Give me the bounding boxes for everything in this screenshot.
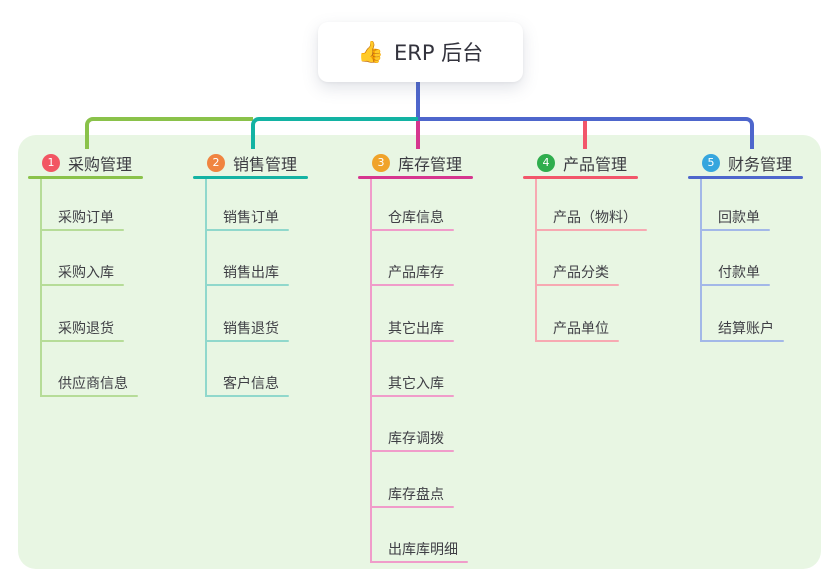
child-underline bbox=[40, 395, 138, 397]
connector-drop-branch-4 bbox=[583, 121, 587, 149]
child-node-其它入库[interactable]: 其它入库 bbox=[388, 376, 444, 392]
child-node-销售订单[interactable]: 销售订单 bbox=[223, 210, 279, 226]
child-node-采购退货[interactable]: 采购退货 bbox=[58, 321, 114, 337]
child-underline bbox=[535, 284, 619, 286]
branch-node-财务管理[interactable]: 5 财务管理 bbox=[688, 149, 792, 177]
thumbs-up-icon: 👍 bbox=[357, 39, 384, 64]
child-node-库存调拨[interactable]: 库存调拨 bbox=[388, 431, 444, 447]
branch-number-badge: 3 bbox=[372, 154, 390, 172]
child-node-回款单[interactable]: 回款单 bbox=[718, 210, 760, 226]
child-underline bbox=[205, 284, 289, 286]
child-node-采购入库[interactable]: 采购入库 bbox=[58, 265, 114, 281]
root-connector-line bbox=[416, 82, 420, 121]
branch-trunk-line bbox=[205, 179, 207, 397]
child-node-产品分类[interactable]: 产品分类 bbox=[553, 265, 609, 281]
branch-underline bbox=[523, 176, 638, 179]
child-node-产品单位[interactable]: 产品单位 bbox=[553, 321, 609, 337]
child-underline bbox=[370, 395, 454, 397]
branch-trunk-line bbox=[370, 179, 372, 563]
branch-underline bbox=[28, 176, 143, 179]
root-node-label: ERP 后台 bbox=[393, 41, 484, 65]
branch-node-库存管理[interactable]: 3 库存管理 bbox=[358, 149, 462, 177]
child-underline bbox=[535, 229, 647, 231]
child-underline bbox=[700, 229, 770, 231]
child-node-销售出库[interactable]: 销售出库 bbox=[223, 265, 279, 281]
branch-label: 采购管理 bbox=[68, 155, 133, 174]
child-underline bbox=[700, 340, 784, 342]
child-underline bbox=[205, 395, 289, 397]
root-node[interactable]: 👍 ERP 后台 bbox=[318, 22, 523, 82]
child-underline bbox=[370, 506, 454, 508]
child-node-产品（物料）[interactable]: 产品（物料） bbox=[553, 210, 637, 226]
branch-number-badge: 2 bbox=[207, 154, 225, 172]
child-node-仓库信息[interactable]: 仓库信息 bbox=[388, 210, 444, 226]
branch-node-采购管理[interactable]: 1 采购管理 bbox=[28, 149, 132, 177]
child-underline bbox=[40, 284, 124, 286]
child-underline bbox=[205, 340, 289, 342]
connector-elbow-branch-1 bbox=[85, 117, 253, 149]
child-underline bbox=[370, 561, 468, 563]
child-node-客户信息[interactable]: 客户信息 bbox=[223, 376, 279, 392]
child-underline bbox=[205, 229, 289, 231]
branch-label: 产品管理 bbox=[563, 155, 628, 174]
child-node-付款单[interactable]: 付款单 bbox=[718, 265, 760, 281]
child-underline bbox=[370, 340, 454, 342]
branch-trunk-line bbox=[40, 179, 42, 397]
connector-drop-branch-3 bbox=[416, 121, 420, 149]
child-underline bbox=[40, 340, 124, 342]
branch-underline bbox=[193, 176, 308, 179]
branch-underline bbox=[358, 176, 473, 179]
child-underline bbox=[370, 284, 454, 286]
child-underline bbox=[535, 340, 619, 342]
branch-trunk-line bbox=[535, 179, 537, 342]
connector-elbow-branch-2 bbox=[251, 117, 418, 149]
branches-panel bbox=[18, 135, 821, 569]
child-node-产品库存[interactable]: 产品库存 bbox=[388, 265, 444, 281]
child-node-出库库明细[interactable]: 出库库明细 bbox=[388, 542, 458, 558]
branch-trunk-line bbox=[700, 179, 702, 342]
child-node-销售退货[interactable]: 销售退货 bbox=[223, 321, 279, 337]
child-node-供应商信息[interactable]: 供应商信息 bbox=[58, 376, 128, 392]
child-node-采购订单[interactable]: 采购订单 bbox=[58, 210, 114, 226]
child-underline bbox=[700, 284, 770, 286]
connector-elbow-branch-5 bbox=[418, 117, 754, 149]
branch-label: 销售管理 bbox=[233, 155, 298, 174]
branch-label: 财务管理 bbox=[728, 155, 793, 174]
branch-node-销售管理[interactable]: 2 销售管理 bbox=[193, 149, 297, 177]
child-node-其它出库[interactable]: 其它出库 bbox=[388, 321, 444, 337]
branch-label: 库存管理 bbox=[398, 155, 463, 174]
child-underline bbox=[370, 229, 454, 231]
branch-node-产品管理[interactable]: 4 产品管理 bbox=[523, 149, 627, 177]
child-underline bbox=[40, 229, 124, 231]
child-underline bbox=[370, 450, 454, 452]
branch-number-badge: 4 bbox=[537, 154, 555, 172]
branch-number-badge: 1 bbox=[42, 154, 60, 172]
child-node-结算账户[interactable]: 结算账户 bbox=[718, 321, 774, 337]
branch-number-badge: 5 bbox=[702, 154, 720, 172]
child-node-库存盘点[interactable]: 库存盘点 bbox=[388, 487, 444, 503]
branch-underline bbox=[688, 176, 803, 179]
